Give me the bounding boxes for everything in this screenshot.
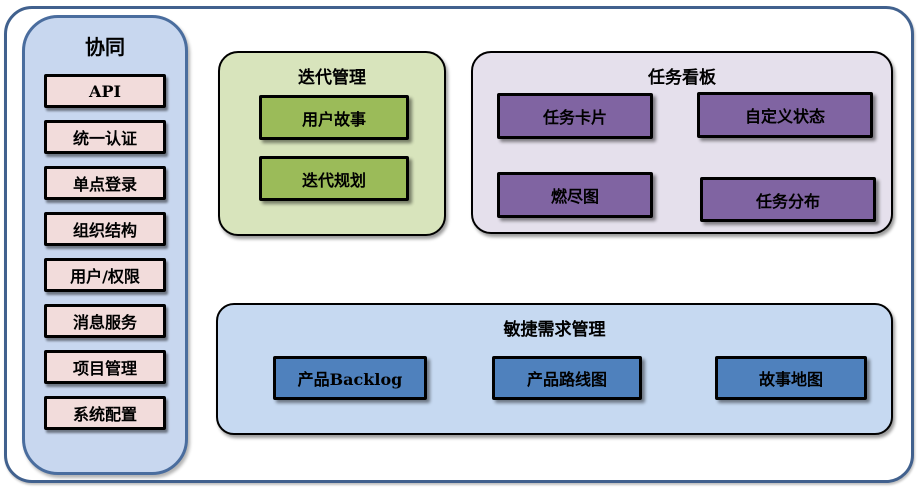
card-story-map: 故事地图 [715,356,867,400]
sidebar-item-org-structure: 组织结构 [44,212,166,246]
sidebar-item-user-permission: 用户/权限 [44,258,166,292]
sidebar-item-message-service: 消息服务 [44,304,166,338]
card-task-distribution: 任务分布 [700,177,876,222]
agile-panel-title: 敏捷需求管理 [503,320,606,340]
sidebar-item-project-mgmt: 项目管理 [44,350,166,384]
kanban-panel-title: 任务看板 [648,68,716,88]
card-custom-status: 自定义状态 [697,92,873,138]
kanban-panel: 任务看板 任务卡片 自定义状态 燃尽图 任务分布 [471,51,893,234]
sidebar-item-unified-auth: 统一认证 [44,120,166,154]
sidebar-item-system-config: 系统配置 [44,396,166,430]
card-iteration-planning: 迭代规划 [259,156,409,201]
card-product-backlog: 产品Backlog [273,356,427,400]
card-product-roadmap: 产品路线图 [492,356,642,400]
diagram-frame: 协同 API 统一认证 单点登录 组织结构 用户/权限 消息服务 项目管理 系统… [4,6,914,483]
card-task-card: 任务卡片 [497,93,653,139]
iteration-panel-title: 迭代管理 [298,68,366,88]
iteration-panel: 迭代管理 用户故事 迭代规划 [218,51,446,236]
sidebar-item-single-sign-on: 单点登录 [44,166,166,200]
card-user-story: 用户故事 [259,95,409,140]
sidebar-item-api: API [44,74,166,108]
collaboration-panel: 协同 API 统一认证 单点登录 组织结构 用户/权限 消息服务 项目管理 系统… [22,15,188,475]
collaboration-panel-title: 协同 [85,35,125,59]
card-burndown-chart: 燃尽图 [497,172,653,218]
agile-panel: 敏捷需求管理 产品Backlog 产品路线图 故事地图 [216,303,893,435]
